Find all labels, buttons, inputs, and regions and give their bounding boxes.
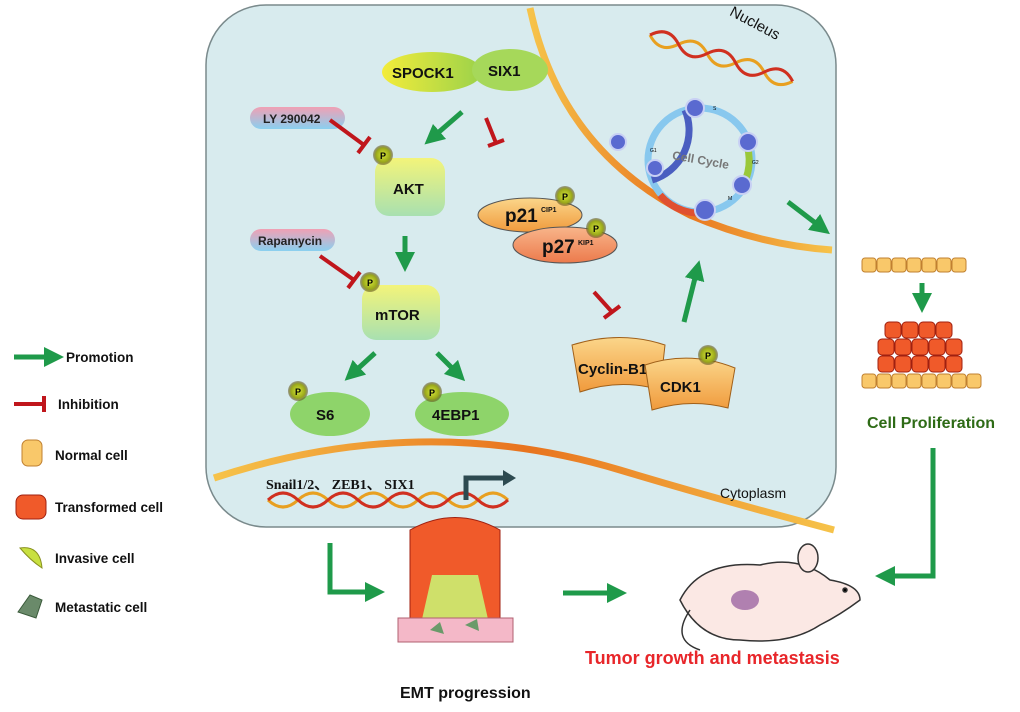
- target-genes-label: Snail1/2、 ZEB1、 SIX1: [266, 478, 415, 493]
- metastatic-cell-icon: [17, 594, 43, 619]
- transformed-cell-icon: [15, 494, 47, 520]
- mtor-protein: [362, 285, 440, 340]
- cell-proliferation-label: Cell Proliferation: [867, 415, 995, 432]
- svg-text:P: P: [429, 388, 435, 398]
- svg-text:P: P: [367, 278, 373, 288]
- phosphate-group-icons: P P P P P P P: [288, 145, 718, 402]
- legend-transformed-cell: Transformed cell: [55, 500, 163, 515]
- basal-normal-cells-icon: [861, 373, 982, 389]
- 4ebp1-protein: [415, 392, 509, 436]
- mtor-label: mTOR: [375, 307, 420, 324]
- inhibition-arrows: [14, 117, 622, 412]
- legend-metastatic-cell: Metastatic cell: [55, 600, 147, 615]
- six1-label: SIX1: [488, 63, 521, 80]
- svg-text:P: P: [295, 387, 301, 397]
- p21-label: p21: [505, 206, 538, 227]
- emt-tissue-icon: [397, 517, 514, 643]
- s6-label: S6: [316, 407, 334, 424]
- p21-cip1-label: CIP1: [541, 207, 557, 214]
- emt-progression-label: EMT progression: [400, 685, 531, 702]
- legend-promotion: Promotion: [66, 350, 134, 365]
- cyclin-b1-label: Cyclin-B1: [578, 361, 647, 378]
- normal-cell-layer-icon: [861, 257, 967, 273]
- akt-label: AKT: [393, 181, 424, 198]
- nuclear-membrane-bottom: [212, 438, 835, 534]
- legend-inhibition: Inhibition: [58, 397, 119, 412]
- cytoplasm-label: Cytoplasm: [720, 485, 786, 501]
- p27-kip1-label: KIP1: [578, 240, 594, 247]
- 4ebp1-label: 4EBP1: [432, 407, 480, 424]
- spock1-protein: [382, 52, 482, 92]
- spock1-label: SPOCK1: [392, 65, 454, 82]
- phase-s-label: S: [713, 106, 717, 112]
- dna-helix-icon: [648, 30, 794, 87]
- p27-label: p27: [542, 237, 575, 258]
- rapamycin-inhibitor: [250, 229, 335, 251]
- cdk1-label: CDK1: [660, 379, 701, 396]
- six1-protein: [472, 49, 548, 91]
- phase-m-label: M: [728, 196, 732, 202]
- tumor-growth-label: Tumor growth and metastasis: [585, 648, 840, 668]
- mouse-model-icon: [679, 543, 861, 651]
- dna-helix-bottom-icon: [266, 491, 510, 509]
- akt-protein: [375, 158, 445, 216]
- svg-text:P: P: [593, 224, 599, 234]
- legend: Promotion Inhibition Normal cell Transfo…: [15, 350, 163, 619]
- invasive-cell-icon: [19, 547, 43, 569]
- svg-text:P: P: [705, 351, 711, 361]
- svg-text:P: P: [562, 192, 568, 202]
- legend-normal-cell: Normal cell: [55, 448, 128, 463]
- legend-invasive-cell: Invasive cell: [55, 551, 135, 566]
- proliferating-cells-icon: [877, 321, 963, 373]
- ly290042-label: LY 290042: [263, 112, 321, 126]
- phase-g2-label: G2: [752, 160, 759, 166]
- phase-g1-label: G1: [650, 148, 657, 154]
- cdk1-protein: [644, 357, 736, 411]
- svg-text:P: P: [380, 151, 386, 161]
- rapamycin-label: Rapamycin: [258, 234, 322, 248]
- s6-protein: [290, 392, 370, 436]
- ly290042-inhibitor: [250, 107, 345, 129]
- normal-cell-icon: [21, 439, 43, 467]
- promotion-arrows: [14, 110, 936, 603]
- transcription-start-arrow-icon: [463, 475, 505, 500]
